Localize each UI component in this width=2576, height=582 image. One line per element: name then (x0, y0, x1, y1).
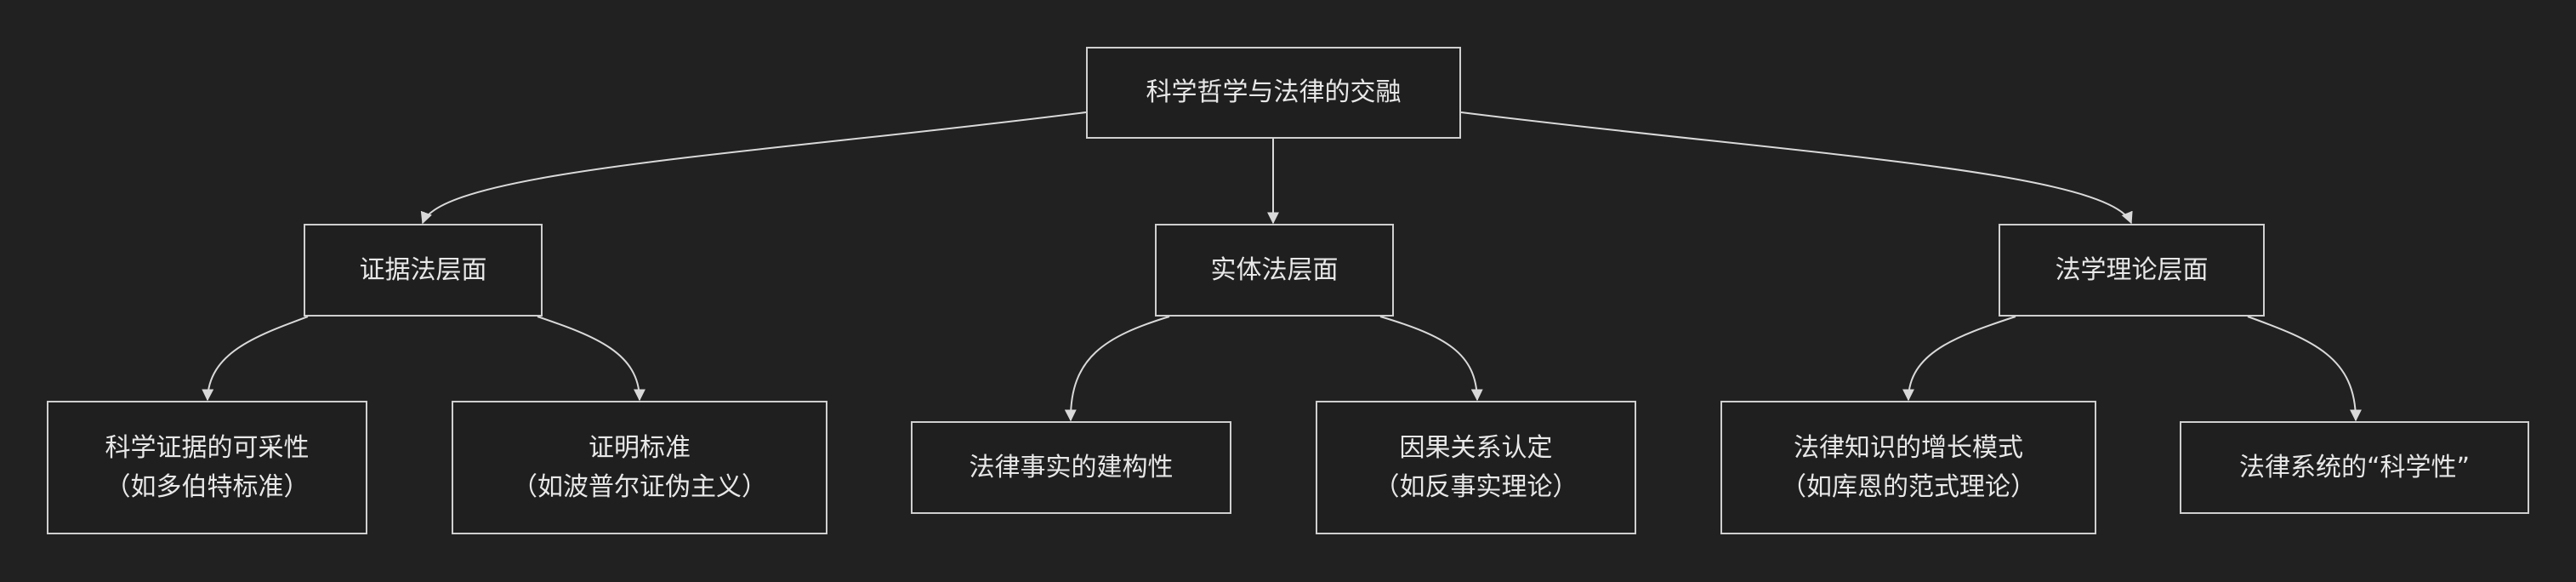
leaf-growth-line2: （如库恩的范式理论） (1781, 471, 2036, 502)
branch-evidence-label: 证据法层面 (359, 254, 487, 285)
branch-evidence-law: 证据法层面 (304, 224, 543, 317)
root-node: 科学哲学与法律的交融 (1086, 47, 1461, 139)
edge-root-to-evidence (420, 111, 1087, 225)
edge-theory-to-growth (1902, 316, 2016, 402)
leaf-admissibility: 科学证据的可采性 （如多伯特标准） (47, 401, 367, 534)
root-label: 科学哲学与法律的交融 (1146, 77, 1402, 107)
branch-substantive-law: 实体法层面 (1155, 224, 1394, 317)
edge-substantive-to-construct (1064, 316, 1170, 422)
leaf-construct-line1: 法律事实的建构性 (969, 452, 1174, 482)
edge-theory-to-scientific (2247, 316, 2362, 422)
leaf-causation-line1: 因果关系认定 (1399, 432, 1553, 463)
leaf-fact-construction: 法律事实的建构性 (911, 421, 1231, 514)
branch-substantive-label: 实体法层面 (1210, 254, 1339, 285)
edge-root-to-theory (1460, 111, 2133, 225)
leaf-causation-line2: （如反事实理论） (1373, 471, 1578, 502)
leaf-admissibility-line1: 科学证据的可采性 (105, 432, 310, 463)
leaf-scientific-nature: 法律系统的“科学性” (2180, 421, 2529, 514)
branch-theory-label: 法学理论层面 (2055, 254, 2209, 285)
leaf-standard-line2: （如波普尔证伪主义） (512, 471, 767, 502)
edge-evidence-to-admissibility (202, 316, 309, 402)
leaf-scientific-line1: 法律系统的“科学性” (2238, 452, 2471, 482)
edge-substantive-to-causation (1379, 316, 1483, 402)
leaf-knowledge-growth: 法律知识的增长模式 （如库恩的范式理论） (1720, 401, 2096, 534)
leaf-admissibility-line2: （如多伯特标准） (105, 471, 310, 502)
edge-evidence-to-standard (537, 316, 645, 402)
leaf-standard-line1: 证明标准 (589, 432, 691, 463)
leaf-standard-of-proof: 证明标准 （如波普尔证伪主义） (452, 401, 827, 534)
leaf-growth-line1: 法律知识的增长模式 (1794, 432, 2023, 463)
leaf-causation: 因果关系认定 （如反事实理论） (1316, 401, 1636, 534)
branch-legal-theory: 法学理论层面 (1999, 224, 2265, 317)
